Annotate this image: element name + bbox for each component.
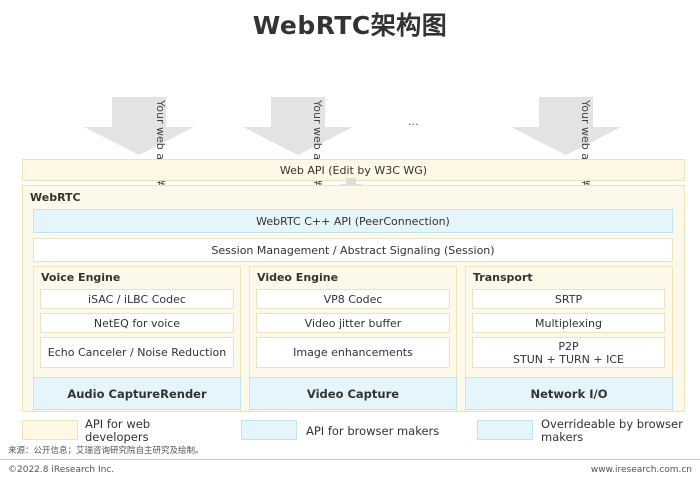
app-2-label: Your web app #2 [311,100,324,194]
legend-text-browser-makers: API for browser makers [306,424,440,438]
copyright: ©2022.8 iResearch Inc. [8,465,115,475]
down-arrow-icon [84,97,194,155]
web-api-label: Web API (Edit by W3C WG) [279,163,428,177]
down-arrow-icon [243,97,353,155]
voice-item: NetEQ for voice [40,313,234,333]
network-io-box: Network I/O [465,377,673,410]
voice-item-label: Echo Canceler / Noise Reduction [47,346,227,359]
webrtc-label: WebRTC [30,191,81,204]
cpp-api-label: WebRTC C++ API (PeerConnection) [256,214,450,228]
transport-item-label: SRTP [554,292,583,306]
voice-item: iSAC / iLBC Codec [40,289,234,309]
network-io-label: Network I/O [530,386,608,401]
audio-capture-box: Audio CaptureRender [33,377,241,410]
transport-item: SRTP [472,289,665,309]
transport-item-label: Multiplexing [534,316,603,330]
voice-item: Echo Canceler / Noise Reduction [40,337,234,368]
session-label: Session Management / Abstract Signaling … [211,243,495,257]
legend-swatch-web-dev [22,420,78,440]
voice-item-label: iSAC / iLBC Codec [88,292,186,306]
legend-text-overrideable: Overrideable by browser makers [541,417,683,444]
video-capture-label: Video Capture [306,386,400,401]
video-capture-box: Video Capture [249,377,457,410]
legend-swatch-overrideable [477,420,533,440]
page-title: WebRTC架构图 [252,11,448,40]
website-url: www.iresearch.com.cn [590,465,692,475]
transport-item: P2P STUN + TURN + ICE [472,337,665,368]
legend-text-web-dev: API for web developers [85,417,151,444]
down-arrow-icon [511,97,621,155]
voice-engine-title: Voice Engine [41,271,121,284]
cpp-api-bar: WebRTC C++ API (PeerConnection) [33,209,673,233]
transport-item: Multiplexing [472,313,665,333]
source-note: 来源：公开信息；艾瑞咨询研究院自主研究及绘制。 [8,446,204,456]
session-bar: Session Management / Abstract Signaling … [33,238,673,262]
audio-capture-label: Audio CaptureRender [67,386,207,401]
video-item-label: Image enhancements [293,346,413,359]
footer-divider [0,459,700,460]
more-apps-ellipsis: ... [408,115,419,128]
video-item: Image enhancements [256,337,450,368]
legend-swatch-browser-makers [241,420,297,440]
transport-item-label: STUN + TURN + ICE [513,352,624,366]
video-item-label: VP8 Codec [323,292,383,306]
app-3-label: Your web app #3 [579,100,592,194]
transport-item-label: P2P [558,339,579,353]
app-1-label: Your web app #1 [154,100,167,194]
video-item: VP8 Codec [256,289,450,309]
transport-title: Transport [473,271,533,284]
video-engine-title: Video Engine [257,271,339,284]
video-item: Video jitter buffer [256,313,450,333]
video-item-label: Video jitter buffer [304,316,402,330]
voice-item-label: NetEQ for voice [93,316,181,330]
